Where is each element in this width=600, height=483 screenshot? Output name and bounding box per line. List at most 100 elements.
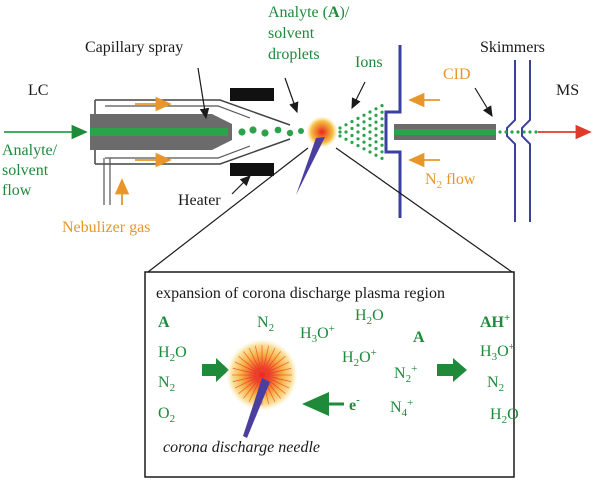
ion-dot (368, 130, 372, 134)
chem-n4-plus-mid: N4+ (390, 397, 413, 419)
droplet (238, 128, 246, 136)
droplet (274, 126, 282, 134)
label-skimmers: Skimmers (480, 39, 545, 56)
ion-dot (368, 143, 372, 147)
ion-dot (380, 110, 384, 114)
ion-dot (374, 120, 378, 124)
ion-dot (368, 123, 372, 127)
ion-dot (362, 147, 366, 151)
label-nebulizer-gas: Nebulizer gas (62, 219, 150, 236)
droplet (298, 128, 304, 134)
corona-ray (238, 355, 258, 372)
beam-dot (516, 130, 520, 134)
capillary-core (90, 128, 228, 136)
ion-dot (338, 130, 342, 134)
chem-a-mid: A (413, 329, 425, 346)
expansion-line-left (147, 147, 309, 273)
ion-dot (374, 113, 378, 117)
droplet-stream (238, 126, 304, 137)
corona-ray (248, 347, 260, 370)
beam-dot (528, 130, 532, 134)
beam-dot (522, 130, 526, 134)
chem-n2-mid: N2 (257, 314, 274, 334)
nebulizer-inner-bottom (105, 145, 251, 159)
corona-ray (267, 377, 290, 389)
ion-dot (362, 113, 366, 117)
corona-ray (264, 347, 276, 370)
corona-glow (306, 116, 338, 148)
ion-dot (380, 117, 384, 121)
expansion-line-right (335, 147, 513, 273)
ion-dot (380, 130, 384, 134)
beam-dot (510, 130, 514, 134)
chem-h2o-plus-mid: H2O+ (342, 347, 377, 369)
label-ions: Ions (355, 54, 383, 71)
label-analyte-droplets-line3: droplets (268, 46, 320, 63)
label-lc: LC (28, 82, 48, 99)
chem-n2-left: N2 (158, 374, 175, 394)
corona-ray (234, 377, 257, 389)
heater-block-top (230, 88, 274, 101)
nebulizer-sheath-top (95, 99, 291, 126)
ion-dot (356, 116, 360, 120)
ion-cloud (338, 104, 384, 160)
droplets-pointer (284, 77, 299, 114)
label-cid: CID (443, 66, 471, 83)
cid-pointer (474, 87, 493, 118)
heater-pointer (231, 175, 251, 195)
corona-needle (296, 137, 325, 195)
chem-n2-plus-mid: N2+ (394, 363, 417, 385)
ion-dot (362, 133, 366, 137)
corona-ray (267, 375, 292, 383)
ion-dot (380, 143, 384, 147)
corona-ray (265, 351, 282, 371)
label-analyte-droplets-line1: Analyte (A)/ (268, 4, 350, 21)
corona-ray (266, 355, 286, 372)
corona-ray (232, 367, 257, 375)
ion-dot (374, 153, 378, 157)
corona-ray (267, 361, 290, 373)
ion-dot (374, 127, 378, 131)
beam-dot (498, 130, 502, 134)
ion-dot (380, 150, 384, 154)
label-analyte-flow-line2: solvent (2, 162, 49, 179)
ion-dot (350, 120, 354, 124)
corona-ray (242, 379, 259, 399)
label-analyte-droplets-line2: solvent (268, 25, 315, 42)
corona-needle-inset (243, 378, 270, 438)
beam-dot (504, 130, 508, 134)
chem-h2o-left: H2O (158, 344, 187, 364)
inset-title: expansion of corona discharge plasma reg… (156, 285, 445, 302)
corona-ray (238, 378, 258, 395)
heater-block-bottom (230, 163, 274, 176)
label-ms: MS (556, 82, 579, 99)
ion-dot (368, 117, 372, 121)
chem-h3o-plus-mid: H3O+ (300, 323, 335, 345)
ion-dot (338, 126, 342, 130)
ion-dot (350, 140, 354, 144)
ion-dot (344, 123, 348, 127)
ion-beam (498, 130, 538, 134)
corona-ray (242, 351, 259, 371)
chem-electron: e- (349, 394, 360, 414)
ion-dot (344, 130, 348, 134)
corona-ray (234, 361, 257, 373)
ion-dot (338, 134, 342, 138)
label-capillary-spray: Capillary spray (85, 39, 183, 56)
ms-transfer-core (394, 129, 496, 135)
ion-dot (356, 130, 360, 134)
block-arrow-left (202, 358, 229, 382)
ion-dot (362, 120, 366, 124)
droplet (261, 129, 269, 137)
ion-dot (374, 133, 378, 137)
ion-dot (356, 137, 360, 141)
ion-dot (368, 150, 372, 154)
ions-pointer (351, 81, 366, 110)
inset-needle-caption: corona discharge needle (163, 439, 320, 456)
corona-ray (267, 367, 292, 375)
label-n2-flow: N2 flow (425, 171, 476, 191)
chem-a-left: A (158, 314, 170, 331)
ion-dot (362, 140, 366, 144)
ion-dot (380, 156, 384, 160)
